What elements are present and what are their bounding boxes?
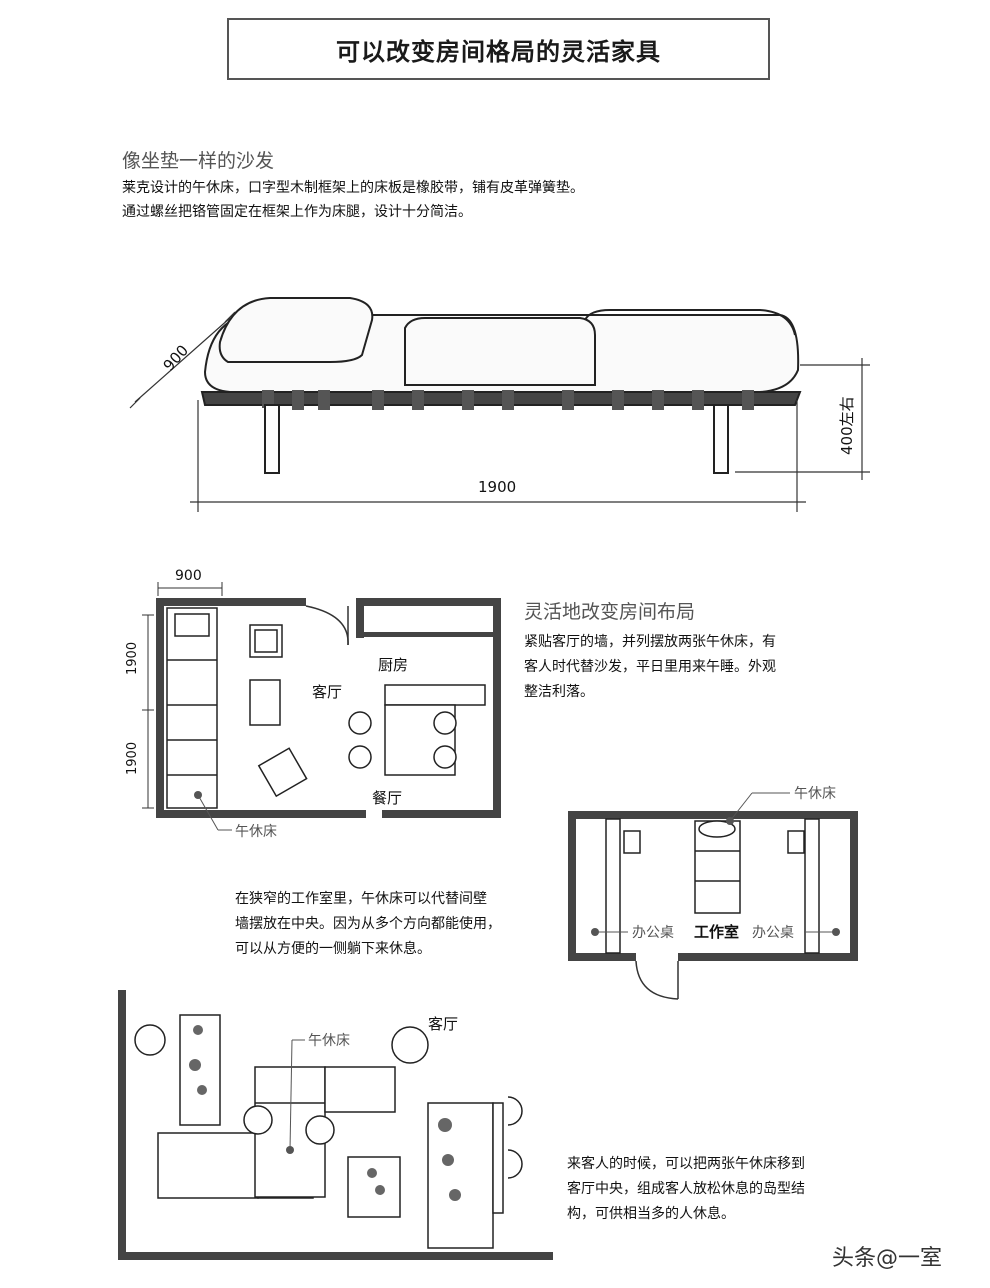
plan2-daybed-label: 午休床 [794,786,836,802]
watermark: 头条@一室 [832,1246,943,1271]
section3-line3: 可以从方便的一侧躺下来休息。 [235,941,431,957]
plan2-desk-left: 办公桌 [632,925,674,941]
section2-line1: 紧贴客厅的墙，并列摆放两张午休床，有 [524,634,776,650]
title-box: 可以改变房间格局的灵活家具 [227,18,770,80]
plan2-studio: 工作室 [694,923,739,941]
daybed-wall [166,607,218,809]
bed-leg-right [713,404,729,474]
daybed-pillow [174,613,210,637]
section2-line2: 客人时代替沙发，平日里用来午睡。外观 [524,659,776,675]
page-title: 可以改变房间格局的灵活家具 [336,37,661,66]
plan1-dim-left1: 1900 [125,642,140,675]
floorplan-studio: 午休床 办公桌 工作室 办公桌 [568,786,858,1000]
section3-line2: 墙摆放在中央。因为从多个方向都能使用， [235,916,501,932]
cushion-middle [404,317,596,386]
section2-heading: 灵活地改变房间布局 [524,601,696,623]
daybed-elevation-drawing: 1900 900 400左右 [129,297,870,512]
section4-line2: 客厅中央，组成客人放松休息的岛型结 [567,1181,805,1197]
pillow [218,297,374,363]
floorplan-island: 午休床 客厅 [118,990,553,1260]
plan1-daybed-label: 午休床 [235,824,277,840]
plan1-dim-top: 900 [175,568,202,584]
section4-line3: 构，可供相当多的人休息。 [567,1206,735,1222]
dim-height: 400左右 [838,396,856,455]
section1-line1: 莱克设计的午休床，口字型木制框架上的床板是橡胶带，铺有皮革弹簧垫。 [122,180,584,196]
plan1-dining: 餐厅 [372,789,402,807]
plan3-living: 客厅 [428,1015,458,1033]
bed-frame [200,391,802,406]
dim-length: 1900 [478,478,516,496]
island-daybed-1 [157,1132,259,1199]
plan1-living: 客厅 [312,683,342,701]
plan1-dim-left2: 1900 [125,742,140,775]
section3-line1: 在狭窄的工作室里，午休床可以代替间壁 [235,891,487,907]
floorplan-living-room: 900 1900 1900 厨房 客厅 餐厅 午休床 [125,568,501,840]
section4-line1: 来客人的时候，可以把两张午休床移到 [567,1156,805,1172]
plan2-desk-right: 办公桌 [752,925,794,941]
dim-depth: 900 [160,341,193,374]
section1-line2: 通过螺丝把铬管固定在框架上作为床腿，设计十分简洁。 [122,204,472,220]
plan3-daybed-label: 午休床 [308,1033,350,1049]
bed-leg-left [264,404,280,474]
plan1-kitchen: 厨房 [378,656,408,674]
section1-heading: 像坐垫一样的沙发 [122,150,275,172]
section2-line3: 整洁利落。 [524,684,594,700]
